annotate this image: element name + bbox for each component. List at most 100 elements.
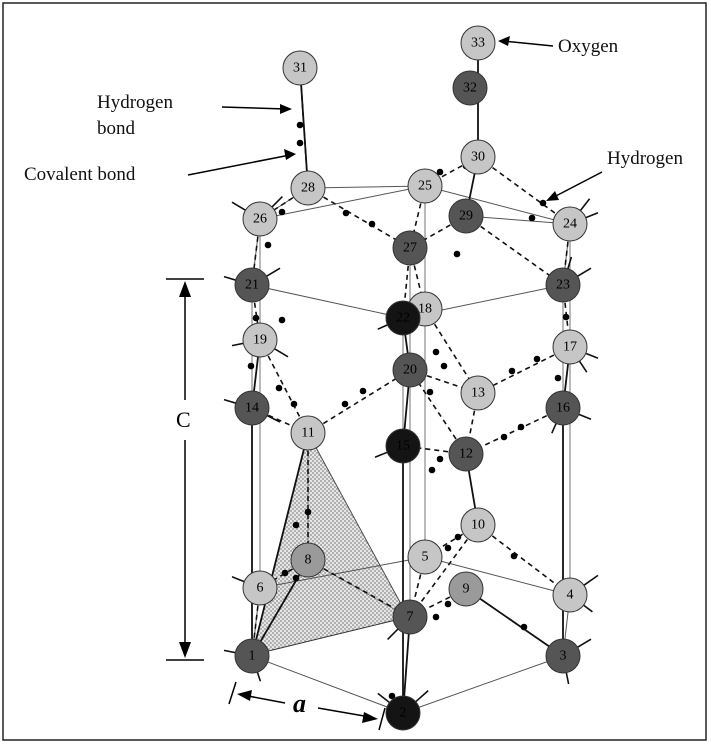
oxygen-atom-circle	[385, 300, 421, 336]
hydrogen-bond	[477, 156, 571, 225]
lattice-edge	[251, 655, 404, 714]
hydrogen-stub	[577, 359, 588, 373]
hydrogen-atom	[247, 362, 255, 370]
hydrogen-stub	[415, 690, 429, 703]
oxygen-atom-number: 5	[422, 550, 429, 565]
oxygen-atom-circle	[242, 570, 278, 606]
oxygen-atom-1: 1	[234, 638, 270, 674]
oxygen-atom-circle	[407, 168, 443, 204]
hydrogen-atom	[292, 574, 300, 582]
hydrogen-atom	[520, 623, 528, 631]
a-axis-line-left	[247, 695, 286, 704]
oxygen-atom-7: 7	[392, 599, 428, 635]
oxygen-atom-number: 27	[403, 241, 417, 256]
a-axis-label: a	[293, 689, 306, 718]
oxygen-atom-12: 12	[448, 436, 484, 472]
c-axis-arrow-up	[179, 281, 191, 297]
a-axis-left-tick	[228, 681, 237, 705]
oxygen-atom-number: 8	[305, 553, 312, 568]
oxygen-atom-circle	[552, 206, 588, 242]
hydrogen-stub	[231, 201, 247, 212]
oxygen-atom-circle	[545, 638, 581, 674]
oxygen-atom-number: 30	[471, 150, 485, 165]
oxygen-atom-16: 16	[545, 390, 581, 426]
oxygen-atom-number: 32	[463, 81, 477, 96]
oxygen-atom-33: 33	[460, 25, 496, 61]
hydrogen-atom	[432, 613, 440, 621]
hydrogen-atom	[278, 316, 286, 324]
hydrogen-bond-arrow	[221, 106, 287, 110]
oxygen-atom-number: 4	[567, 588, 574, 603]
hydrogen-atom	[342, 209, 350, 217]
oxygen-atom-number: 11	[301, 426, 314, 441]
oxygen-atom-circle	[385, 428, 421, 464]
hydrogen-atom	[292, 521, 300, 529]
oxygen-atom-2: 2	[385, 695, 421, 731]
oxygen-atom-circle	[448, 571, 484, 607]
hydrogen-stub	[576, 267, 592, 278]
oxygen-arrow	[502, 40, 554, 47]
c-axis-arrow-down	[179, 642, 191, 658]
hydrogen-bond	[477, 524, 571, 596]
covalent-bond	[251, 559, 309, 657]
lattice-edge	[424, 556, 571, 596]
c-axis-label: C	[176, 407, 191, 432]
oxygen-atom-number: 2	[400, 706, 407, 721]
oxygen-atom-23: 23	[545, 267, 581, 303]
oxygen-atom-circle	[460, 507, 496, 543]
lattice-edge	[251, 284, 404, 319]
oxygen-atom-circle	[407, 539, 443, 575]
lattice-edge	[402, 655, 564, 714]
oxygen-atom-4: 4	[552, 577, 588, 613]
oxygen-atom-3: 3	[545, 638, 581, 674]
oxygen-atom-number: 28	[301, 181, 315, 196]
hydrogen-stub	[273, 347, 289, 358]
lattice-edge	[424, 185, 571, 225]
oxygen-atom-number: 6	[257, 581, 264, 596]
hydrogen-atom	[444, 600, 452, 608]
oxygen-atom-number: 10	[471, 518, 485, 533]
annotations: Oxygen Hydrogen Hydrogen bond Covalent b…	[24, 36, 683, 731]
oxygen-atom-number: 21	[245, 278, 259, 293]
oxygen-atom-number: 16	[556, 401, 570, 416]
hydrogen-arrow	[551, 171, 603, 199]
hydrogen-atom	[554, 374, 562, 382]
oxygen-atom-circle	[242, 201, 278, 237]
oxygen-atom-number: 18	[418, 302, 432, 317]
hydrogen-atom	[539, 199, 547, 207]
hydrogen-stub	[270, 196, 283, 209]
hydrogen-atom	[428, 466, 436, 474]
hydrogen-atom	[296, 139, 304, 147]
oxygen-atom-31: 31	[282, 50, 318, 86]
hydrogen-atom	[436, 455, 444, 463]
oxygen-atom-number: 17	[563, 340, 577, 355]
oxygen-atom-15: 15	[385, 428, 421, 464]
hydrogen-atom	[281, 569, 289, 577]
hydrogen-atom	[453, 250, 461, 258]
hydrogen-atom	[562, 313, 570, 321]
hydrogen-atom	[359, 387, 367, 395]
oxygen-atom-number: 14	[245, 401, 259, 416]
hydrogen-stub	[265, 414, 281, 423]
oxygen-atom-number: 9	[463, 582, 470, 597]
tetrahedron	[251, 431, 410, 656]
oxygen-atom-19: 19	[242, 322, 278, 358]
oxygen-atom-circle	[290, 170, 326, 206]
hydrogen-atom	[454, 533, 462, 541]
hydrogen-atom	[296, 121, 304, 129]
hydrogen-stub	[579, 198, 591, 212]
oxygen-atom-6: 6	[242, 570, 278, 606]
hydrogen-atom	[533, 355, 541, 363]
oxygen-atom-24: 24	[552, 206, 588, 242]
hydrogen-bond-arrowhead	[280, 104, 292, 114]
hydrogen-bond	[307, 369, 411, 434]
covalent-bond-arrowhead	[284, 149, 296, 160]
oxygen-atom-14: 14	[234, 390, 270, 426]
lattice-edge	[259, 556, 426, 589]
oxygen-atom-circle	[392, 352, 428, 388]
oxygen-atom-circle	[290, 542, 326, 578]
oxygen-atom-13: 13	[460, 375, 496, 411]
a-axis-arrow-right	[362, 712, 378, 723]
